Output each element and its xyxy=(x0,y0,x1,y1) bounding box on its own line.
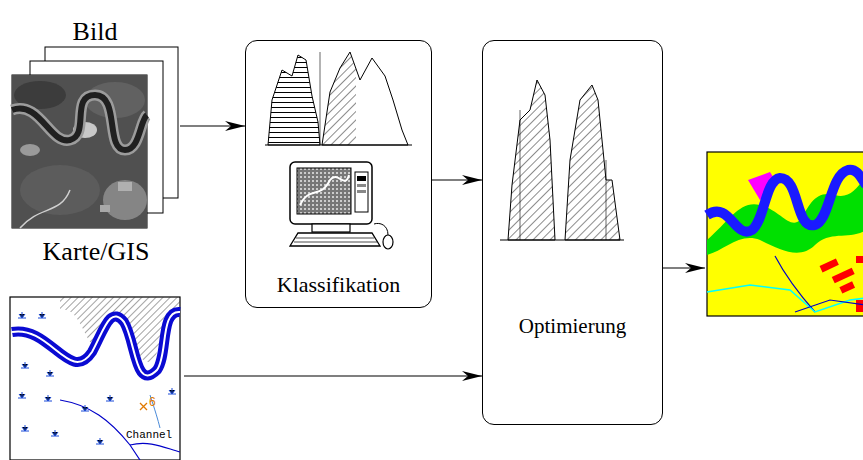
flow-arrow xyxy=(180,125,245,126)
node-label: Klassifikation xyxy=(277,273,400,297)
flow-arrow xyxy=(184,375,482,376)
flow-arrow xyxy=(432,179,482,180)
map-node: Karte/GIS xyxy=(8,238,184,460)
marsh-symbols xyxy=(18,312,176,444)
map-label: Channel xyxy=(126,430,172,441)
spot-height: 6 xyxy=(149,396,156,408)
image-stack xyxy=(12,47,178,228)
result-arrow xyxy=(663,267,705,268)
satellite-image xyxy=(12,75,147,228)
node-label: Karte/GIS xyxy=(43,238,150,267)
process-box: Optimierung xyxy=(482,40,663,425)
map xyxy=(10,297,180,460)
node-label: Optimierung xyxy=(519,315,626,338)
node-label: Bild xyxy=(73,18,118,47)
histogram xyxy=(500,80,624,240)
computer-icon xyxy=(290,162,393,249)
image-node: Bild xyxy=(10,18,180,230)
histogram xyxy=(265,52,412,145)
process-box: Klassifikation xyxy=(245,40,432,308)
result-map xyxy=(707,152,863,316)
